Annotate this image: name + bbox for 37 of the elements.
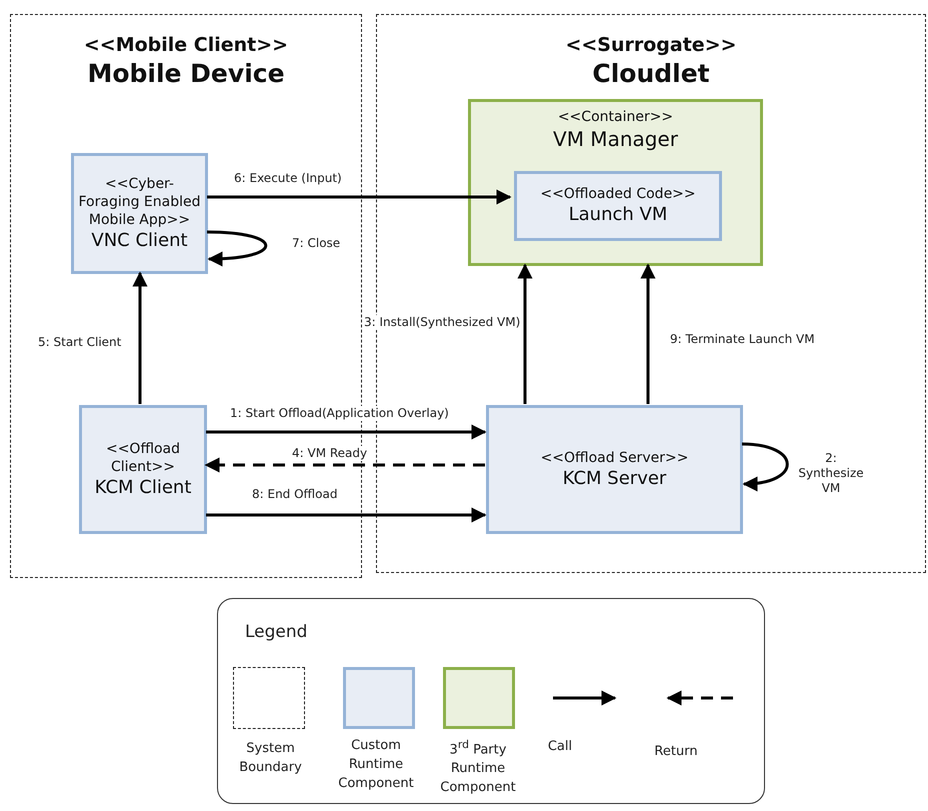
- stereotype-label: <<Surrogate>>: [565, 33, 737, 58]
- container-box: [468, 99, 763, 266]
- component-name: VM Manager: [553, 126, 678, 152]
- legend-text: 3$^{rd}$ Party Runtime Component: [439, 737, 517, 798]
- component-box: [71, 153, 208, 274]
- self-call-arrow: [742, 442, 789, 491]
- stereotype-label: <<Container>>: [558, 108, 674, 126]
- stereotype-label: <<Cyber-Foraging Enabled Mobile App>>: [78, 174, 201, 230]
- edge-label: 1: Start Offload(Application Overlay): [228, 406, 451, 421]
- component-name: KCM Server: [562, 466, 666, 490]
- stereotype-label: <<Offload Server>>: [540, 448, 688, 467]
- call-arrow: [132, 272, 148, 404]
- call-arrow: [206, 424, 486, 440]
- component-name: VNC Client: [91, 229, 188, 252]
- legend-text: Return: [653, 743, 699, 761]
- edge-label: 3: Install(Synthesized VM): [362, 315, 522, 330]
- edge-label: 4: VM Ready: [290, 446, 370, 461]
- stereotype-label: <<Offload Client>>: [104, 440, 182, 476]
- self-call-arrow: [206, 230, 268, 266]
- component-name: Mobile Device: [87, 58, 285, 90]
- component-box: [486, 405, 743, 534]
- stereotype-label: <<Mobile Client>>: [84, 33, 288, 58]
- call-arrow: [207, 190, 512, 204]
- component-name: Launch VM: [568, 203, 668, 227]
- stereotype-label: <<Offloaded Code>>: [540, 185, 696, 204]
- call-arrow: [206, 508, 486, 522]
- component-name: Cloudlet: [592, 58, 710, 90]
- legend-text: System Boundary: [238, 740, 303, 777]
- legend-text: Call: [546, 738, 574, 756]
- component-name: KCM Client: [94, 476, 192, 500]
- edge-label: 6: Execute (Input): [232, 171, 344, 186]
- legend-title: Legend: [245, 622, 308, 642]
- component-box: [514, 171, 722, 241]
- component-box: [79, 405, 207, 534]
- legend-text: Custom Runtime Component: [337, 737, 415, 793]
- call-arrow: [640, 264, 656, 404]
- call-arrow: [518, 264, 532, 404]
